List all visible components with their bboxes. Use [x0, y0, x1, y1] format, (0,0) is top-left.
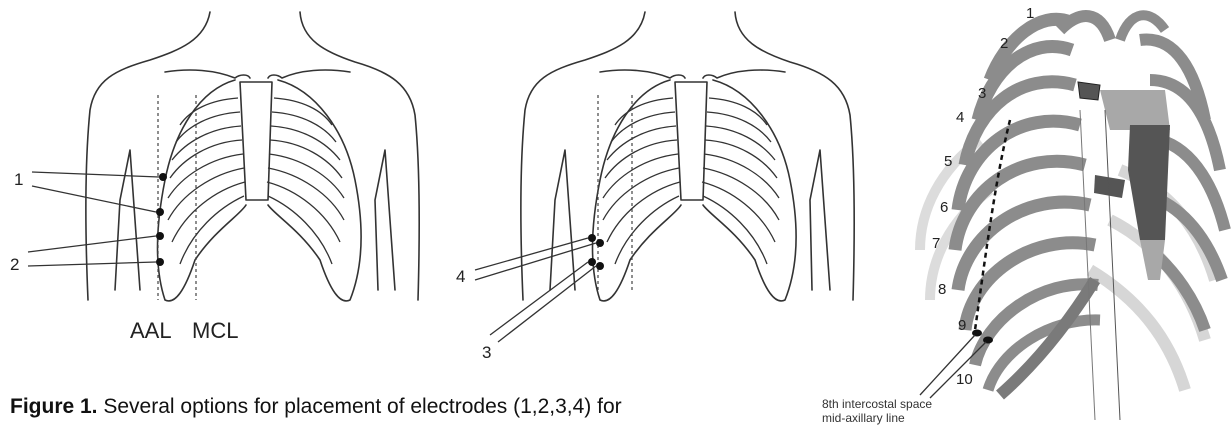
panel-3-rib-cage — [920, 15, 1225, 420]
rib-number-5: 5 — [944, 153, 952, 170]
panel-2-ribs — [603, 98, 779, 264]
rib-number-1: 1 — [1026, 5, 1034, 22]
panel-1-electrode-label-2: 2 — [10, 255, 19, 274]
rib-number-3: 3 — [978, 85, 986, 102]
panel-2-electrode-label-4: 4 — [456, 267, 465, 286]
rib-number-6: 6 — [940, 199, 948, 216]
figure-caption: Figure 1. Several options for placement … — [10, 395, 622, 419]
panel-2-torso — [521, 12, 854, 301]
panel-1-torso — [86, 12, 419, 301]
panel-1-electrode-label-1: 1 — [14, 170, 23, 189]
rib-number-2: 2 — [1000, 35, 1008, 52]
figure-caption-text: Several options for placement of electro… — [98, 395, 622, 418]
panel-1-ribs — [168, 98, 344, 264]
figure-caption-label: Figure 1. — [10, 395, 98, 418]
rib-number-4: 4 — [956, 109, 964, 126]
panel-1-electrodes — [28, 172, 167, 266]
annotation-mid-axillary-line: mid-axillary line — [822, 411, 905, 425]
mcl-label: MCL — [192, 318, 238, 343]
panel-2-electrode-label-3: 3 — [482, 343, 491, 362]
rib-number-7: 7 — [932, 235, 940, 252]
rib-number-8: 8 — [938, 281, 946, 298]
rib-number-10: 10 — [956, 371, 973, 388]
panel-2-electrodes — [475, 234, 604, 342]
rib-number-9: 9 — [958, 317, 966, 334]
aal-label: AAL — [130, 318, 172, 343]
annotation-intercostal-space: 8th intercostal space — [822, 397, 932, 411]
